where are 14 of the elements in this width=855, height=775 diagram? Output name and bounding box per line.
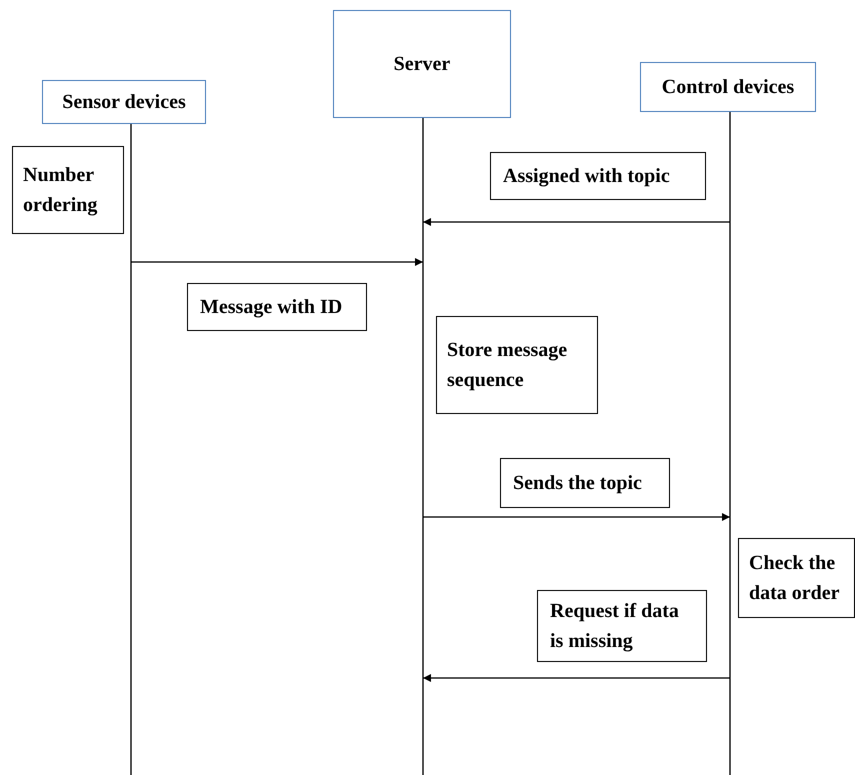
note-box: Store message sequence bbox=[436, 316, 598, 414]
message-arrow bbox=[131, 258, 423, 266]
participant-box: Control devices bbox=[640, 62, 816, 112]
message-arrow bbox=[423, 674, 730, 682]
message-label: Sends the topic bbox=[500, 458, 670, 508]
note-box: Check the data order bbox=[738, 538, 855, 618]
message-arrow bbox=[423, 513, 730, 521]
participant-box: Server bbox=[333, 10, 511, 118]
participant-box: Sensor devices bbox=[42, 80, 206, 124]
message-label: Assigned with topic bbox=[490, 152, 706, 200]
note-box: Number ordering bbox=[12, 146, 124, 234]
message-arrow bbox=[423, 218, 730, 226]
message-label: Request if data is missing bbox=[537, 590, 707, 662]
message-label: Message with ID bbox=[187, 283, 367, 331]
